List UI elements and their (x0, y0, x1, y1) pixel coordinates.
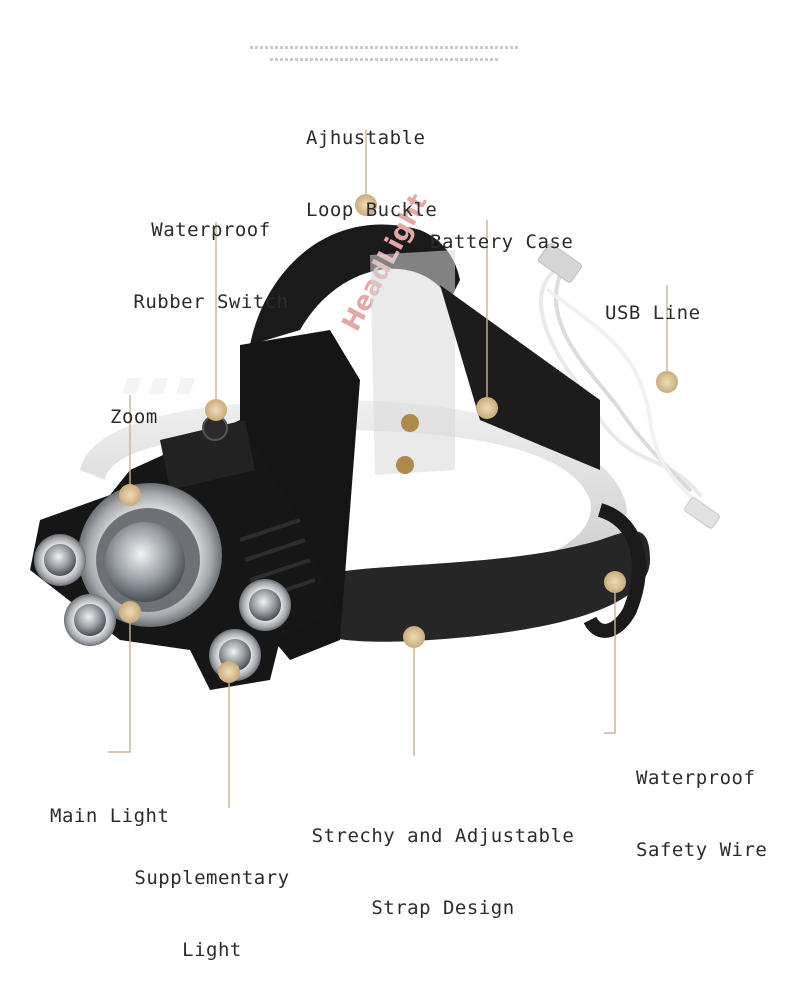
callout-line-main-light (108, 612, 131, 753)
marker-battery-case (476, 397, 498, 419)
label-usb-line: USB Line (605, 253, 701, 349)
label-battery-case-line-1: Battery Case (430, 231, 574, 253)
label-rubber-switch-line-1: Waterproof (151, 219, 271, 241)
callout-markers (119, 194, 678, 683)
safety-wire (583, 503, 646, 638)
callout-line-safety-wire (604, 582, 616, 734)
label-main-light: Main Light (50, 756, 169, 852)
label-safety-wire-line-1: Waterproof (636, 767, 756, 789)
label-main-light-line-1: Main Light (50, 805, 170, 827)
label-zoom: Zoom (110, 357, 158, 453)
label-supplementary-light-line-1: Supplementary (134, 867, 290, 889)
marker-supplementary-light (218, 661, 240, 683)
header-fine-print-line-1 (250, 46, 520, 49)
battery-case-panel (370, 250, 455, 475)
headlamp-illustration: HeadLight (30, 130, 720, 808)
rivet-bottom (396, 456, 414, 474)
label-usb-line-line-1: USB Line (605, 302, 701, 324)
side-strap (290, 531, 650, 642)
marker-strap-design (403, 626, 425, 648)
main-light (78, 483, 222, 627)
label-battery-case: Battery Case (430, 182, 573, 278)
label-strap-design-line-1: Strechy and Adjustable (311, 825, 575, 847)
battery-box (440, 285, 600, 470)
label-loop-buckle-line-2: Loop Buckle (306, 199, 438, 221)
callout-lines (108, 130, 668, 808)
marker-safety-wire (604, 571, 626, 593)
label-safety-wire-line-2: Safety Wire (636, 839, 768, 861)
label-supplementary-light-line-2: Light (182, 939, 242, 961)
marker-rubber-switch (205, 399, 227, 421)
label-zoom-line-1: Zoom (110, 406, 158, 428)
marker-zoom (119, 484, 141, 506)
header-fine-print-line-2 (270, 58, 500, 61)
rivet-top (401, 414, 419, 432)
label-supplementary-light: Supplementary Light (126, 818, 298, 986)
label-loop-buckle-line-1: Ajhustable (306, 127, 426, 149)
marker-loop-buckle (355, 194, 377, 216)
label-strap-design: Strechy and Adjustable Strap Design (300, 776, 586, 944)
marker-main-light (119, 601, 141, 623)
label-loop-buckle: Ajhustable Loop Buckle (306, 78, 437, 246)
marker-usb-line (656, 371, 678, 393)
label-rubber-switch: Waterproof Rubber Switch (126, 170, 296, 338)
label-strap-design-line-2: Strap Design (371, 897, 515, 919)
label-safety-wire: Waterproof Safety Wire (636, 718, 767, 886)
label-rubber-switch-line-2: Rubber Switch (133, 291, 289, 313)
